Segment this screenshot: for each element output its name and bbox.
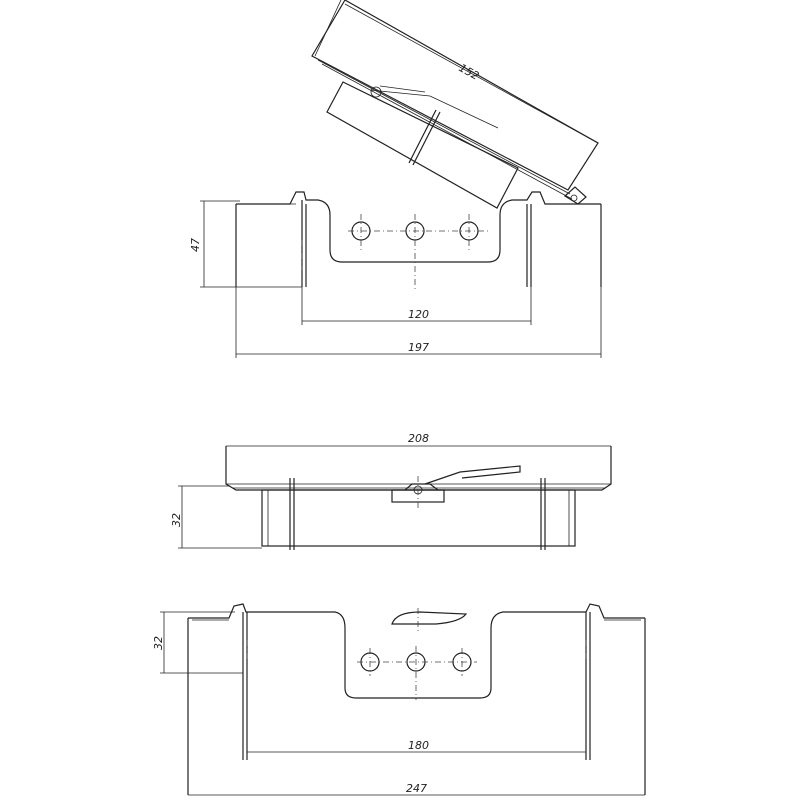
dim-label-152: 152 xyxy=(457,61,482,83)
dimension-outer-197: 197 xyxy=(235,287,602,358)
dim-label-32-mid: 32 xyxy=(170,513,183,527)
top-view: 152 47 120 197 xyxy=(189,0,602,358)
dim-label-197: 197 xyxy=(408,341,429,354)
dimension-inner-120: 120 xyxy=(301,287,532,325)
dim-label-32-bot: 32 xyxy=(152,636,165,650)
dimension-height-32-bot: 32 xyxy=(152,611,243,674)
dimension-height-47: 47 xyxy=(189,200,302,288)
dimension-lid: 152 xyxy=(314,0,599,144)
dimension-outer-247: 247 xyxy=(188,782,645,796)
dim-label-180: 180 xyxy=(408,739,429,752)
bottom-view: 32 180 247 xyxy=(152,603,646,796)
dimension-top-208: 208 xyxy=(226,432,611,447)
dimension-height-32-mid: 32 xyxy=(170,485,262,549)
middle-view: 208 32 xyxy=(170,432,612,550)
body-top xyxy=(235,191,602,290)
dim-label-47: 47 xyxy=(189,238,202,252)
dim-label-120: 120 xyxy=(408,308,429,321)
dim-label-208: 208 xyxy=(408,432,429,445)
dim-label-247: 247 xyxy=(406,782,427,795)
lid-open xyxy=(311,0,599,209)
dimension-inner-180: 180 xyxy=(247,739,586,753)
